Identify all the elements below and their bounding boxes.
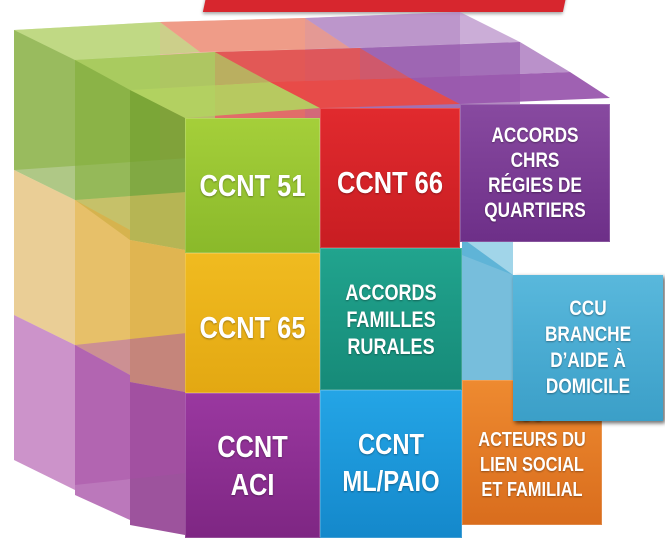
cube-ccnt65	[185, 253, 320, 393]
side-green-near	[130, 90, 185, 250]
label-acteurs-line2: ACTEURS DU	[478, 428, 586, 451]
label-ccnt-aci: CCNT ACI	[197, 393, 308, 538]
side-green-far	[14, 30, 75, 200]
cube-accords-familles	[320, 248, 462, 390]
label-accords-chrs: ACCORDS CHRS RÉGIES DE QUARTIERS	[474, 104, 597, 242]
front-cap-red	[270, 78, 460, 108]
label-ccu-front-line2: BRANCHE	[544, 323, 632, 346]
side-yellow-near	[130, 240, 185, 392]
back-cap-green	[14, 22, 200, 60]
side-green-mid	[75, 60, 130, 240]
label-accords-familles-line3: RURALES	[347, 333, 435, 359]
label-ccnt-aci-line2: ACI	[230, 466, 275, 502]
back-yellow-face	[75, 190, 215, 345]
label-ccnt65-line1: CCNT 65	[199, 310, 306, 345]
label-acteurs-line4: ET FAMILIAL	[481, 478, 583, 501]
cube-ccnt66	[320, 108, 460, 248]
label-accords-chrs-line2: CHRS	[510, 149, 560, 172]
mid-cap-purple	[360, 42, 570, 78]
label-accords-familles-line1: ACCORDS	[345, 279, 437, 305]
label-ccu-front: CCU BRANCHE D’AIDE À DOMICILE	[527, 275, 650, 421]
label-ccnt-ml-line2: ML/PAIO	[342, 466, 440, 498]
label-ccnt66: CCNT 66	[333, 108, 448, 258]
label-ccnt-ml-line1: CCNT	[357, 429, 425, 461]
side-purple-mid	[75, 345, 130, 520]
side-purple-near	[130, 382, 185, 535]
mid-cap-red	[215, 48, 410, 82]
label-ccnt51-line1: CCNT 51	[199, 167, 306, 203]
front-cap-green	[130, 82, 320, 118]
cube-ccnt-aci	[185, 393, 320, 538]
label-ccnt-aci-line1: CCNT	[217, 428, 288, 464]
label-ccnt-ml: CCNT ML/PAIO	[333, 390, 449, 538]
label-ccnt51: CCNT 51	[197, 118, 308, 253]
front-cap-purple	[410, 72, 610, 104]
ccu-side-face	[462, 238, 513, 421]
cube-ccu-overlay	[513, 275, 663, 421]
label-accords-chrs-line3: RÉGIES DE	[488, 174, 582, 197]
back-purple-face	[75, 330, 215, 485]
back-cap-purple	[305, 12, 520, 48]
cube-ccnt-ml	[320, 390, 462, 538]
label-ccnt66-line1: CCNT 66	[337, 165, 443, 200]
label-accords-familles: ACCORDS FAMILLES RURALES	[333, 248, 449, 390]
side-yellow-mid	[75, 200, 130, 375]
label-accords-chrs-line4: QUARTIERS	[484, 199, 586, 222]
side-purple-far	[14, 315, 75, 490]
cube-ccnt51	[185, 118, 320, 253]
label-acteurs-line3: LIEN SOCIAL	[480, 453, 584, 476]
side-yellow-far	[14, 170, 75, 345]
mid-cap-green	[75, 52, 270, 90]
label-ccu-front-line1: CCU	[569, 297, 607, 320]
label-accords-chrs-line1: ACCORDS	[491, 124, 579, 147]
label-ccu-front-line3: D’AIDE À	[550, 349, 626, 372]
label-ccu-front-line4: DOMICILE	[545, 375, 631, 398]
label-accords-familles-line2: FAMILLES	[346, 306, 436, 332]
label-ccnt65: CCNT 65	[197, 253, 308, 403]
cube-accords-chrs	[460, 104, 610, 242]
back-cap-red	[160, 18, 350, 52]
